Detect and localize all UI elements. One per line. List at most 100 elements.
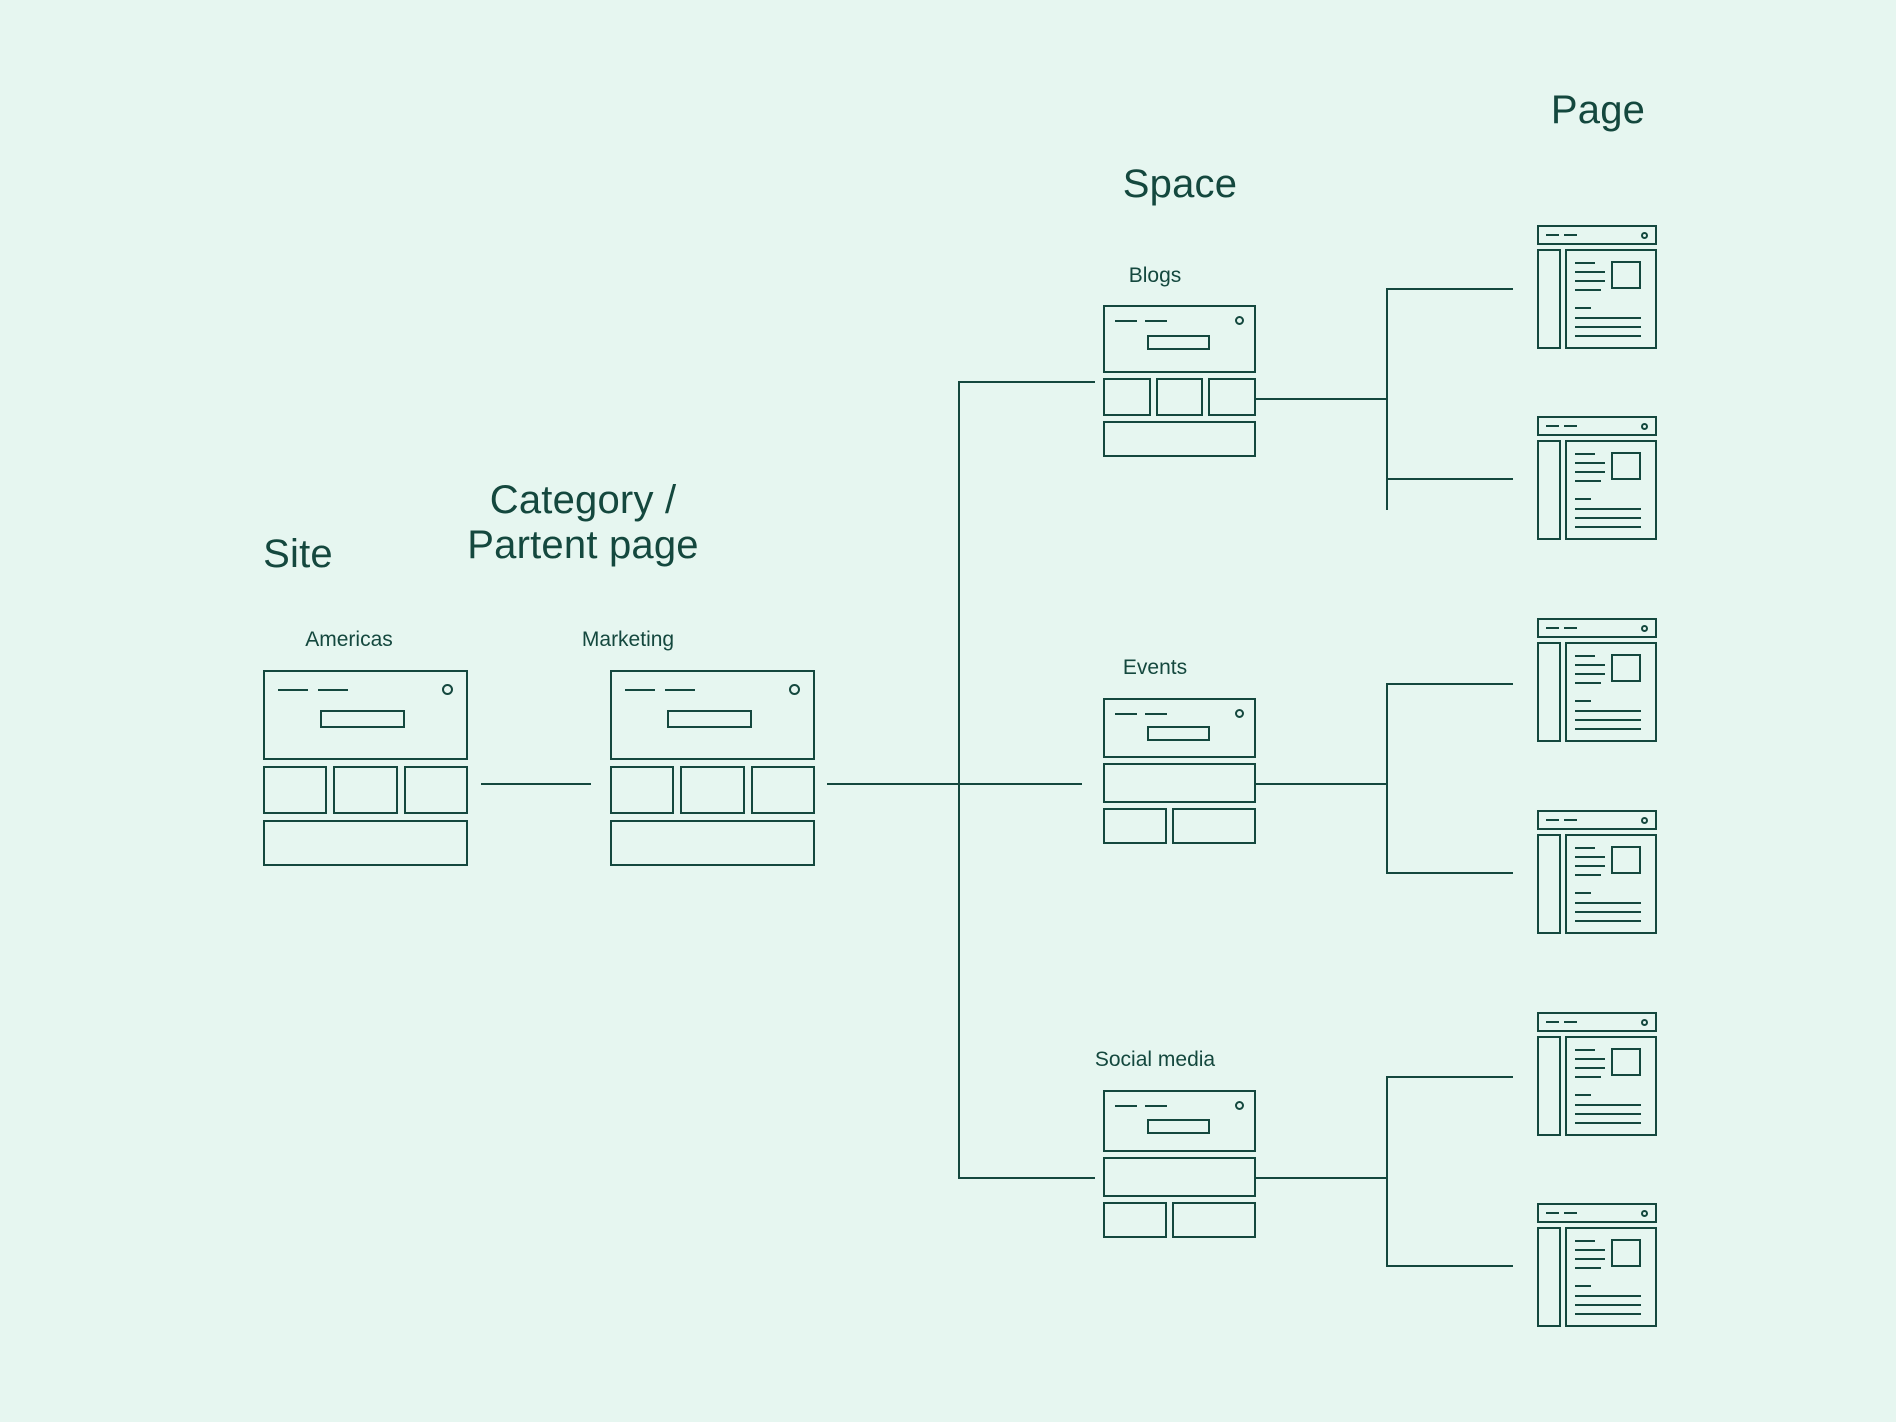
page-body	[1537, 642, 1657, 742]
content-text-line	[1575, 856, 1605, 858]
content-text-line	[1575, 710, 1641, 712]
page-thumbnail-blogs-page-2[interactable]	[1537, 416, 1657, 540]
titlebar-dot-icon	[1641, 817, 1648, 824]
node-caption-blogs: Blogs	[1128, 264, 1182, 287]
content-text-line	[1575, 1076, 1601, 1078]
content-text-line	[1575, 317, 1641, 319]
titlebar-dash-icon	[1564, 627, 1577, 629]
column-heading-site: Site	[263, 532, 333, 576]
wireframe-hero-events	[1103, 698, 1256, 758]
connector-marketing-trunk	[827, 783, 1082, 786]
window-control-icon	[442, 684, 453, 695]
connector-blogs-page-2	[1386, 478, 1513, 481]
hero-button	[1147, 1119, 1210, 1134]
content-text-line	[1575, 289, 1601, 291]
wireframe-footer-block	[610, 820, 815, 866]
content-heading-line	[1575, 1094, 1591, 1096]
connector-events-stem	[1255, 783, 1388, 786]
wireframe-card-events[interactable]	[1103, 698, 1256, 844]
content-text-line	[1575, 517, 1641, 519]
content-text-line	[1575, 335, 1641, 337]
content-text-line	[1575, 1258, 1605, 1260]
page-content	[1565, 1036, 1657, 1136]
wireframe-tile	[1208, 378, 1257, 416]
wireframe-card-marketing[interactable]	[610, 670, 815, 866]
hero-button	[320, 710, 405, 728]
window-control-icon	[789, 684, 800, 695]
content-text-line	[1575, 682, 1601, 684]
wireframe-card-americas[interactable]	[263, 670, 468, 866]
content-text-line	[1575, 865, 1605, 867]
connector-trunk-social-media	[958, 1177, 1095, 1180]
nav-dash-icon	[1145, 713, 1167, 715]
page-titlebar	[1537, 810, 1657, 830]
content-heading-line	[1575, 1240, 1595, 1242]
titlebar-dash-icon	[1546, 234, 1559, 236]
content-text-line	[1575, 1058, 1605, 1060]
content-text-line	[1575, 728, 1641, 730]
content-heading-line	[1575, 453, 1595, 455]
wireframe-tile	[1103, 808, 1167, 844]
connector-social-media-bracket	[1386, 1076, 1389, 1265]
content-text-line	[1575, 326, 1641, 328]
page-content	[1565, 834, 1657, 934]
page-titlebar	[1537, 1012, 1657, 1032]
content-heading-line	[1575, 892, 1591, 894]
column-heading-category: Category / Partent page	[467, 478, 699, 567]
connector-blogs-bracket	[1386, 288, 1389, 510]
wireframe-hero-marketing	[610, 670, 815, 760]
content-heading-line	[1575, 1285, 1591, 1287]
wireframe-tile-row-marketing	[610, 766, 815, 814]
titlebar-dash-icon	[1564, 819, 1577, 821]
content-text-line	[1575, 1067, 1605, 1069]
wireframe-tile	[1155, 378, 1204, 416]
connector-americas-marketing	[481, 783, 591, 786]
wireframe-tile	[263, 766, 328, 814]
wireframe-wide-block	[1103, 763, 1256, 803]
page-thumbnail-events-page-2[interactable]	[1537, 810, 1657, 934]
wireframe-card-social-media[interactable]	[1103, 1090, 1256, 1238]
content-text-line	[1575, 280, 1605, 282]
wireframe-wide-block	[1103, 1157, 1256, 1197]
connector-blogs-stem	[1255, 398, 1388, 401]
content-heading-line	[1575, 307, 1591, 309]
nav-dash-icon	[1145, 320, 1167, 322]
connector-social-media-page-1	[1386, 1076, 1513, 1079]
page-thumbnail-social-page-2[interactable]	[1537, 1203, 1657, 1327]
wireframe-tile-row-americas	[263, 766, 468, 814]
node-caption-events: Events	[1122, 656, 1188, 679]
connector-events-page-2	[1386, 872, 1513, 875]
page-sidebar	[1537, 834, 1561, 934]
page-thumbnail-events-page-1[interactable]	[1537, 618, 1657, 742]
content-text-line	[1575, 471, 1605, 473]
window-control-icon	[1235, 1101, 1244, 1110]
content-text-line	[1575, 1104, 1641, 1106]
nav-dash-icon	[1115, 1105, 1137, 1107]
page-sidebar	[1537, 1227, 1561, 1327]
content-text-line	[1575, 911, 1641, 913]
titlebar-dash-icon	[1564, 1212, 1577, 1214]
connector-social-media-page-2	[1386, 1265, 1513, 1268]
connector-events-page-1	[1386, 683, 1513, 686]
connector-trunk-blogs	[958, 381, 1095, 384]
window-control-icon	[1235, 709, 1244, 718]
wireframe-tile	[1172, 1202, 1256, 1238]
titlebar-dot-icon	[1641, 625, 1648, 632]
page-content	[1565, 1227, 1657, 1327]
column-heading-space: Space	[1122, 162, 1238, 206]
page-thumbnail-blogs-page-1[interactable]	[1537, 225, 1657, 349]
page-thumbnail-social-page-1[interactable]	[1537, 1012, 1657, 1136]
content-text-line	[1575, 1249, 1605, 1251]
page-sidebar	[1537, 1036, 1561, 1136]
titlebar-dot-icon	[1641, 232, 1648, 239]
wireframe-footer-block	[263, 820, 468, 866]
nav-dash-icon	[665, 689, 695, 691]
connector-social-media-stem	[1255, 1177, 1388, 1180]
wireframe-hero-blogs	[1103, 305, 1256, 373]
wireframe-card-blogs[interactable]	[1103, 305, 1257, 457]
content-text-line	[1575, 719, 1641, 721]
content-text-line	[1575, 920, 1641, 922]
page-body	[1537, 1036, 1657, 1136]
column-heading-page: Page	[1550, 88, 1646, 132]
titlebar-dash-icon	[1564, 234, 1577, 236]
